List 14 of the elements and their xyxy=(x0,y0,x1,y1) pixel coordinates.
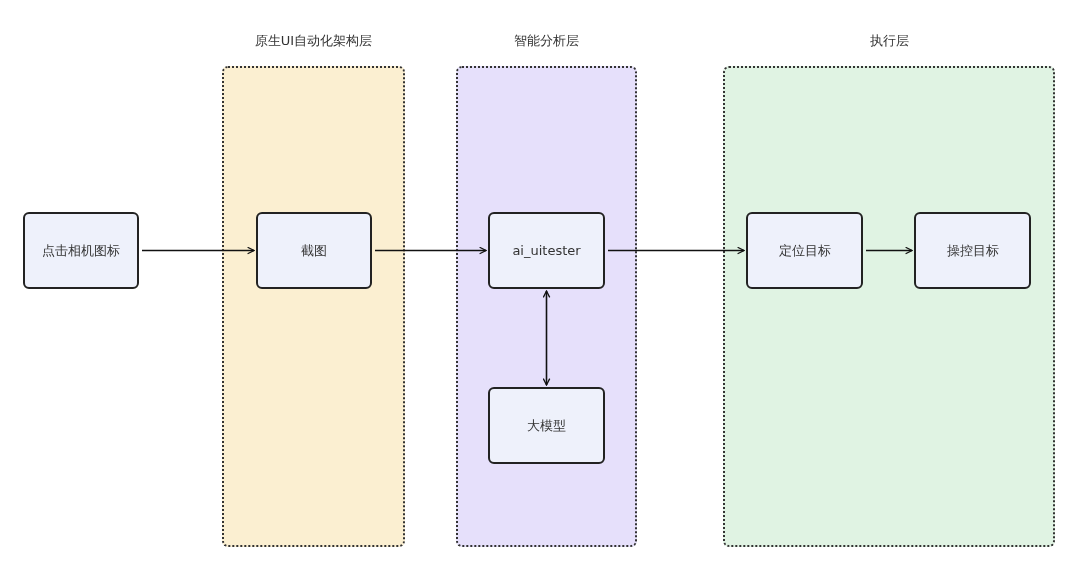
process-box: 截图 xyxy=(256,212,372,289)
process-box: 定位目标 xyxy=(746,212,863,289)
arrow xyxy=(542,290,551,386)
arrow xyxy=(141,246,255,255)
layer-heading: 智能分析层 xyxy=(513,32,580,50)
process-box: 点击相机图标 xyxy=(23,212,139,289)
layer-heading: 原生UI自动化架构层 xyxy=(253,32,374,50)
process-box: 大模型 xyxy=(488,387,605,464)
layer-heading: 执行层 xyxy=(868,32,910,50)
arrow xyxy=(607,246,745,255)
arrow xyxy=(865,246,913,255)
arrow xyxy=(374,246,487,255)
process-box: 操控目标 xyxy=(914,212,1031,289)
process-box: ai_uitester xyxy=(488,212,605,289)
